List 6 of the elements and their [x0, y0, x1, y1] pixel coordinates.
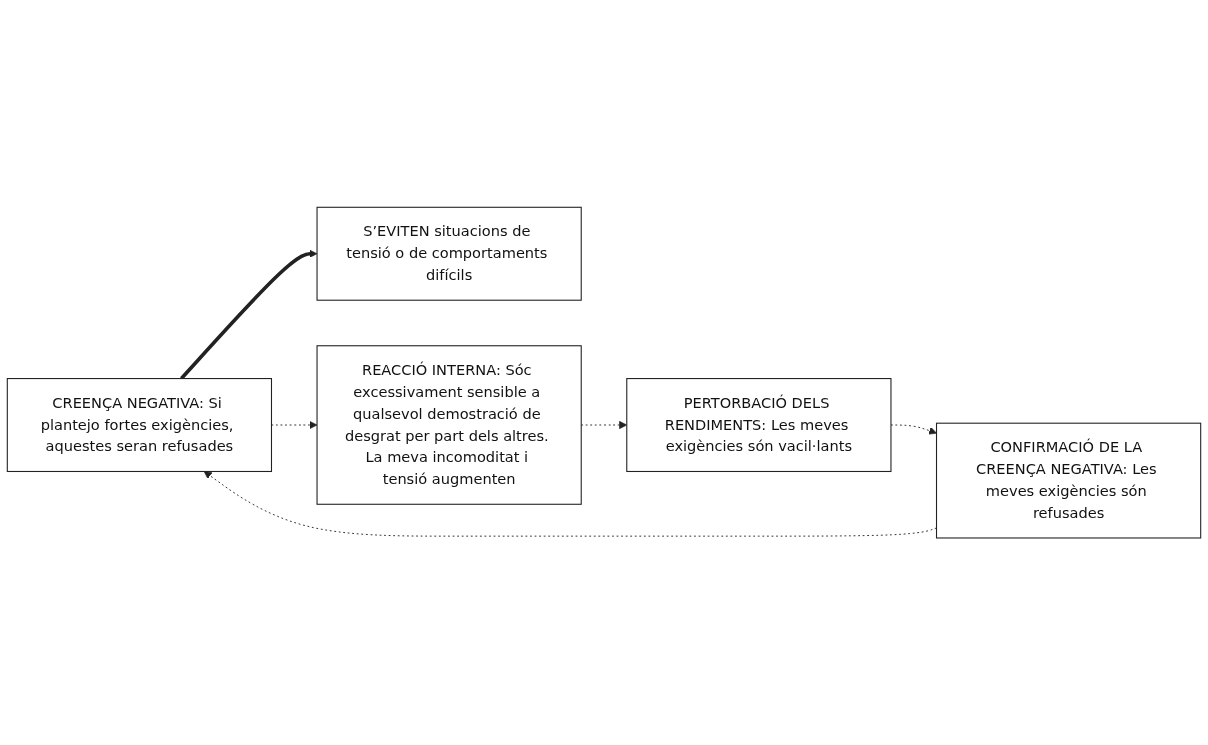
node-box: REACCIÓ INTERNA: Sóc excessivament sensible a qualsevol demostració de desgrat per part dels altres. La meva incomoditat i tensió augmenten: [316, 345, 582, 505]
arrow: [180, 249, 318, 380]
node-box: PERTORBACIÓ DELS RENDIMENTS: Les meves exigències són vacil·lants: [626, 377, 892, 472]
node-box: S’EVITEN situacions de tensió o de comportaments difícils: [316, 206, 582, 301]
node-box: CREENÇA NEGATIVA: Si plantejo fortes exigències, aquestes seran refusades: [6, 377, 273, 472]
node-box: CONFIRMACIÓ DE LA CREENÇA NEGATIVA: Les meves exigències són refusades: [935, 422, 1202, 539]
